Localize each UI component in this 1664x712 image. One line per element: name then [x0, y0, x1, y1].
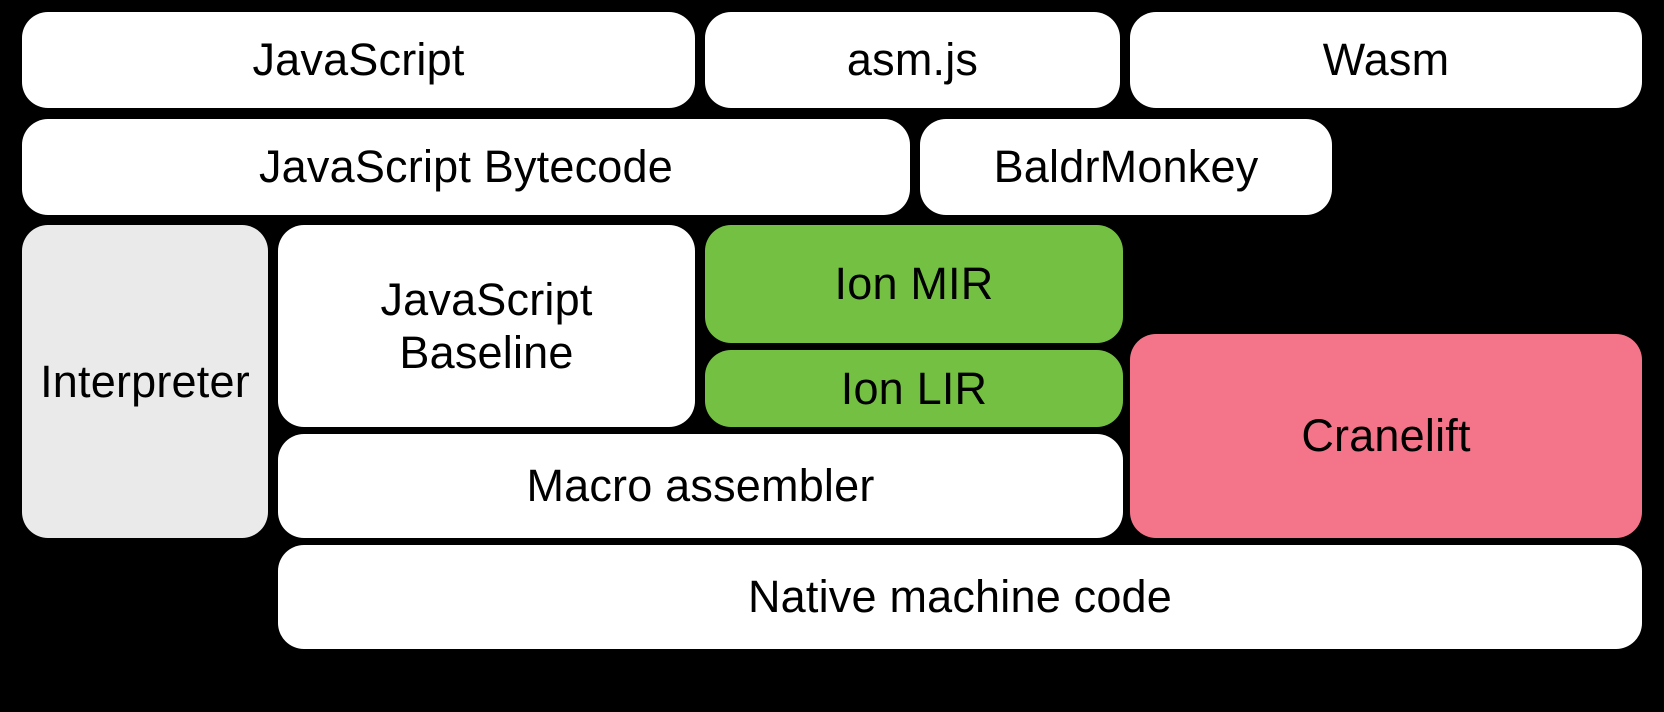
- node-baldrmonkey[interactable]: BaldrMonkey: [920, 119, 1332, 215]
- node-ion-mir-label: Ion MIR: [834, 258, 994, 310]
- node-javascript-bytecode-label: JavaScript Bytecode: [258, 141, 673, 193]
- node-macro-assembler-label: Macro assembler: [526, 460, 875, 512]
- node-wasm[interactable]: Wasm: [1130, 12, 1642, 108]
- node-javascript-bytecode[interactable]: JavaScript Bytecode: [22, 119, 910, 215]
- node-ion-lir-label: Ion LIR: [840, 362, 988, 414]
- node-cranelift[interactable]: Cranelift: [1130, 334, 1642, 538]
- node-native-machine-code[interactable]: Native machine code: [278, 545, 1642, 649]
- node-baldrmonkey-label: BaldrMonkey: [993, 141, 1259, 193]
- node-macro-assembler[interactable]: Macro assembler: [278, 434, 1123, 538]
- node-javascript-label: JavaScript: [252, 34, 465, 86]
- node-wasm-label: Wasm: [1322, 34, 1450, 86]
- node-native-machine-code-label: Native machine code: [747, 571, 1173, 623]
- node-javascript-baseline[interactable]: JavaScript Baseline: [278, 225, 695, 427]
- node-javascript-baseline-label: JavaScript Baseline: [380, 273, 593, 378]
- node-cranelift-label: Cranelift: [1301, 410, 1471, 462]
- node-interpreter-label: Interpreter: [40, 355, 250, 407]
- node-ion-mir[interactable]: Ion MIR: [705, 225, 1123, 343]
- node-asm-js-label: asm.js: [846, 34, 979, 86]
- node-javascript[interactable]: JavaScript: [22, 12, 695, 108]
- node-interpreter[interactable]: Interpreter: [22, 225, 268, 538]
- node-asm-js[interactable]: asm.js: [705, 12, 1120, 108]
- node-ion-lir[interactable]: Ion LIR: [705, 350, 1123, 427]
